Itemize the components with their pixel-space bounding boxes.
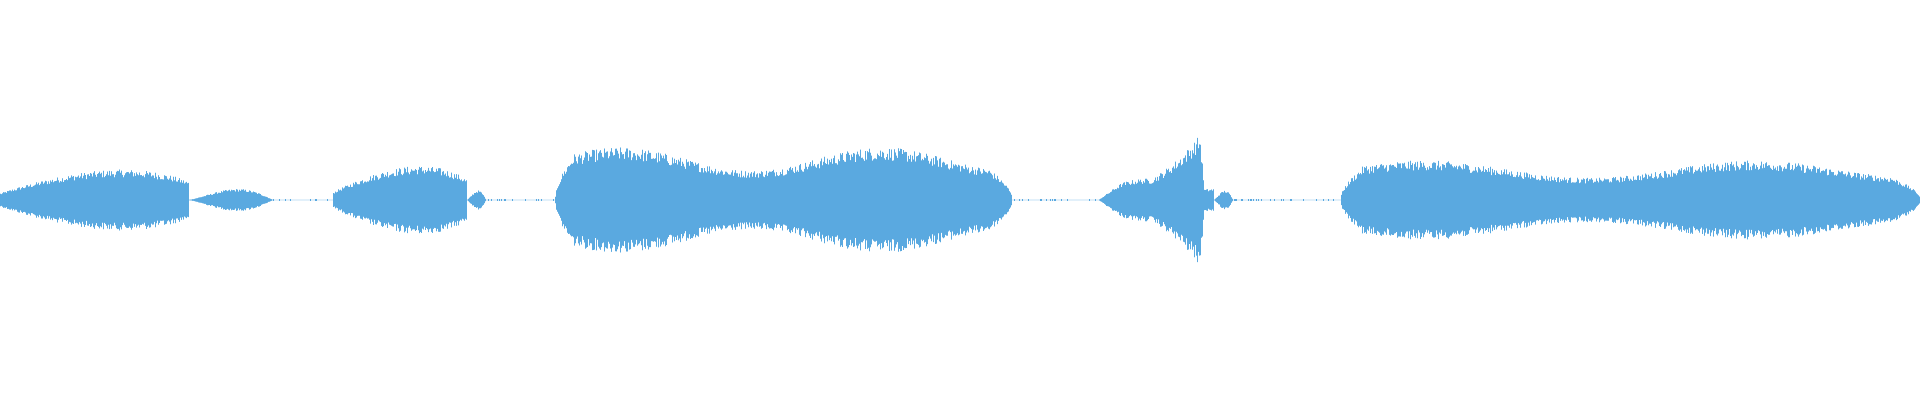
- waveform-bars: [0, 137, 1920, 263]
- waveform-path: [0, 137, 1920, 263]
